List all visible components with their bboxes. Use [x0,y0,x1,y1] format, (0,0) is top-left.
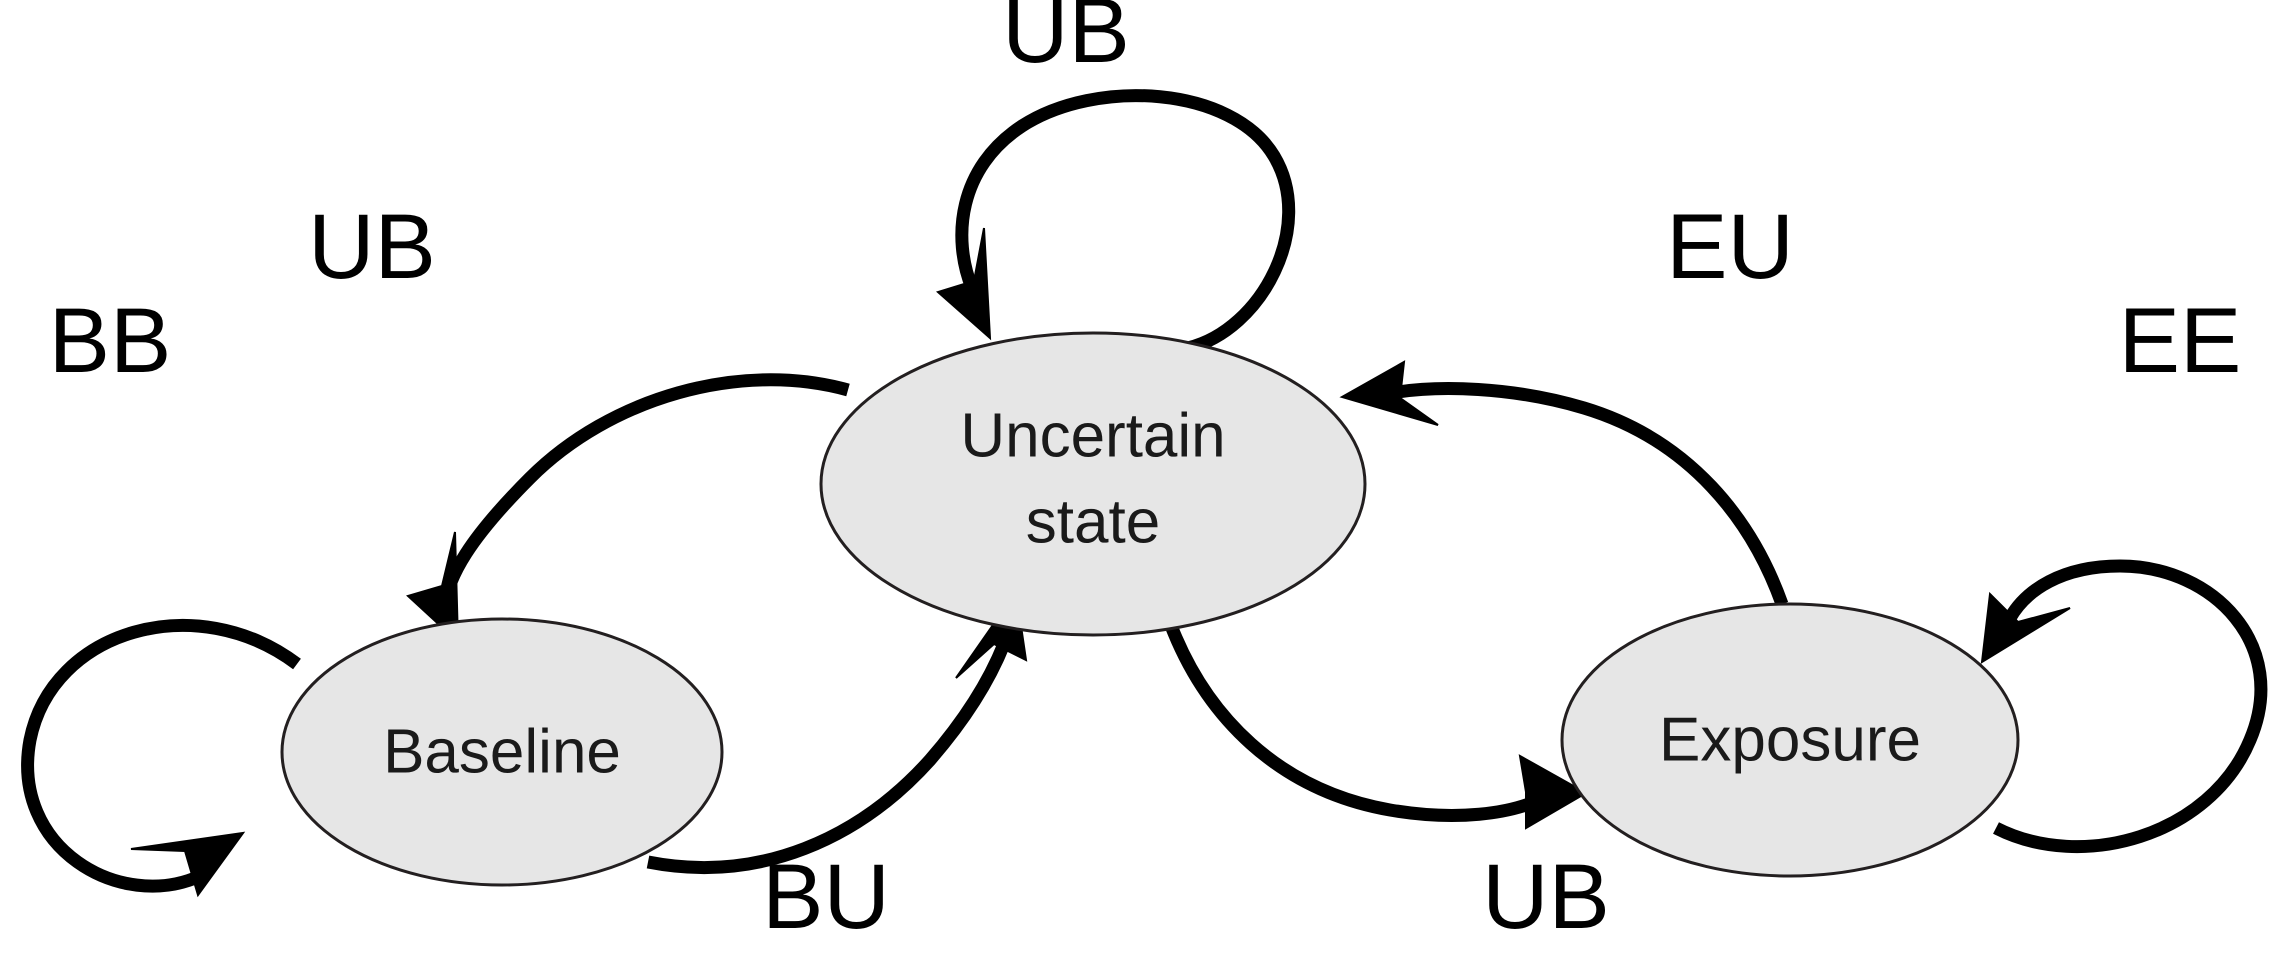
edge-ee[interactable] [1980,559,2268,853]
node-exposure[interactable]: Exposure [1560,602,2020,878]
edge-ub-self-arrowhead [935,227,992,341]
edge-ub-uncertain-to-exposure[interactable] [1165,625,1589,830]
baseline-ellipse [280,617,724,887]
edge-ee-arrowhead [1980,591,2071,664]
edge-bu-path [646,641,1011,874]
uncertain-state-ellipse [819,331,1367,637]
edge-eu-arrowhead [1339,360,1439,426]
exposure-ellipse [1560,602,2020,878]
edge-eu-exposure-to-uncertain[interactable] [1339,360,1789,607]
edge-label-bb: BB [49,290,172,392]
uncertain-state-label-line2: state [1026,487,1160,556]
node-uncertain-state[interactable]: Uncertain state [819,331,1367,637]
node-baseline[interactable]: Baseline [280,617,724,887]
edge-label-ee: EE [2119,290,2242,392]
edge-ub-left-path [437,373,850,609]
edge-ub-right-path [1165,625,1537,822]
exposure-label: Exposure [1659,705,1921,774]
edge-bb[interactable] [21,618,301,898]
edge-bb-arrowhead [130,831,246,898]
edge-label-ub-self: UB [1002,0,1130,82]
edge-ee-path [1993,559,2268,853]
edge-ub-right-arrowhead [1518,754,1589,830]
edge-label-ub-left: UB [308,196,436,298]
edge-ub-uncertain-to-baseline[interactable] [406,373,850,645]
edge-bb-path [21,618,301,893]
edge-ub-self-loop[interactable] [935,89,1296,355]
edge-eu-path [1397,382,1789,607]
uncertain-state-label-line1: Uncertain [960,401,1225,470]
edge-label-eu: EU [1666,196,1794,298]
edge-label-ub-right: UB [1482,846,1610,948]
edge-ub-self-path [955,89,1296,355]
edge-label-bu: BU [762,846,890,948]
edge-ub-left-arrowhead [406,531,460,645]
baseline-label: Baseline [383,717,621,786]
